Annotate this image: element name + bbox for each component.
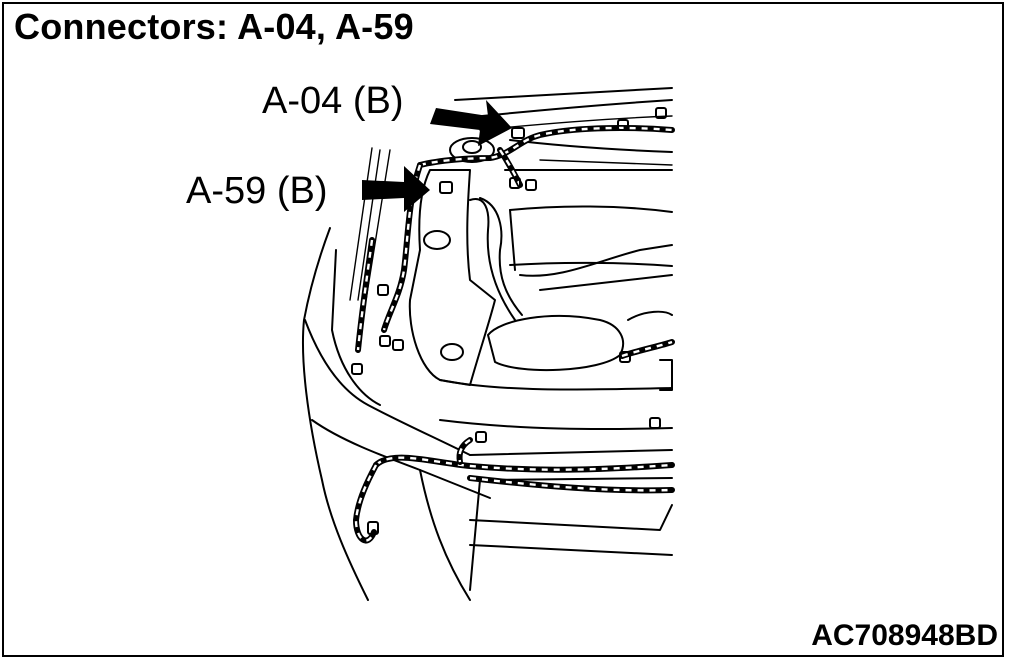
engine-components	[487, 169, 673, 391]
strut-tower	[408, 137, 523, 386]
page-title: Connectors: A-04, A-59	[14, 6, 414, 47]
arrow-a59-icon	[362, 166, 430, 212]
connector-markers	[351, 107, 667, 535]
callout-a04-label: A-04 (B)	[262, 80, 404, 122]
arrow-a04-icon	[430, 100, 512, 146]
figure-code: AC708948BD	[811, 619, 998, 652]
fender-outline	[301, 147, 491, 601]
wiring-harness	[353, 124, 675, 544]
callout-a59-label: A-59 (B)	[186, 170, 328, 212]
bumper-outline	[419, 379, 673, 601]
